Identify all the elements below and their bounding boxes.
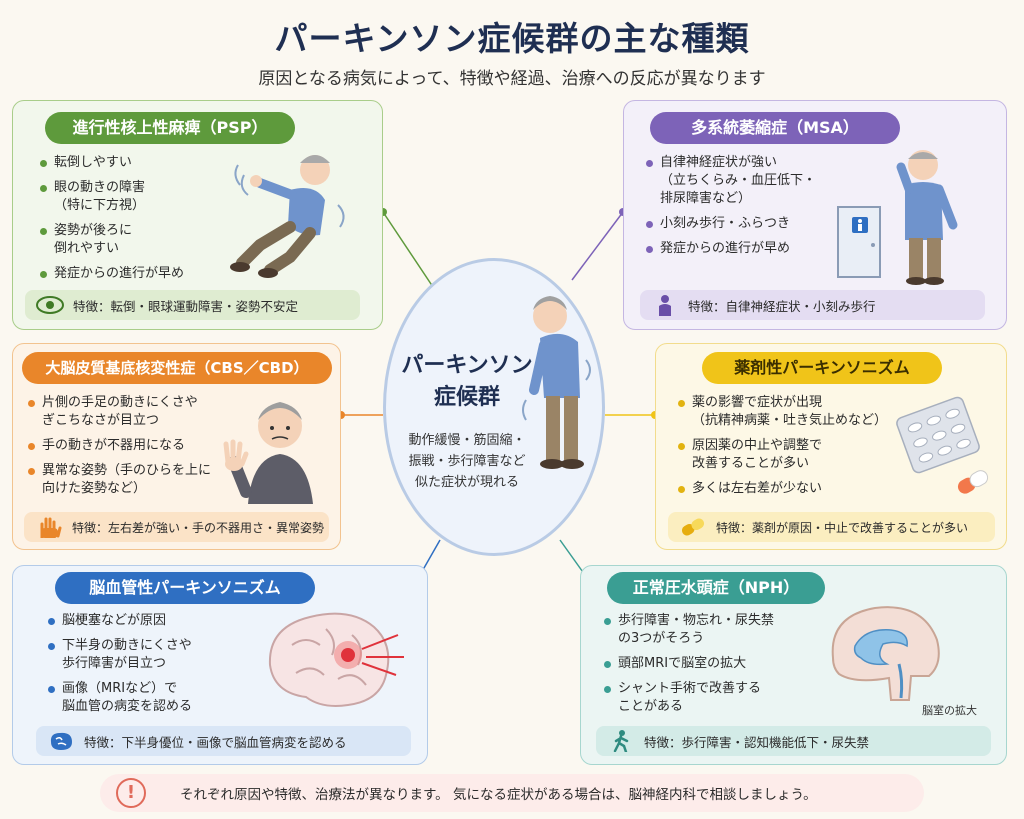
list-item: 歩行障害・物忘れ・尿失禁 の3つがそろう [602,612,807,648]
ventricle-label: 脳室の拡大 [922,704,977,717]
card-msa-title: 多系統萎縮症（MSA） [650,112,900,144]
card-cbs-title: 大脳皮質基底核変性症（CBS／CBD） [22,352,332,384]
card-psp-feature: 特徴：転倒・眼球運動障害・姿勢不安定 [25,290,360,320]
warning-icon: ! [116,778,146,808]
card-vascular-feature-text: 特徴：下半身優位・画像で脳血管病変を認める [84,734,347,750]
connector-psp [382,211,436,291]
card-vascular-feature: 特徴：下半身優位・画像で脳血管病変を認める [36,726,411,756]
person-icon [659,295,671,316]
list-item: 脳梗塞などが原因 [46,612,256,630]
brain-lesion-illustration [268,612,404,707]
card-cbs-feature: 特徴：左右差が強い・手の不器用さ・異常姿勢 [24,512,329,542]
card-nph-feature-text: 特徴：歩行障害・認知機能低下・尿失禁 [644,734,870,750]
card-psp-title: 進行性核上性麻痺（PSP） [45,112,295,144]
card-cbs-list: 片側の手足の動きにくさや ぎこちなさが目立つ 手の動きが不器用になる 異常な姿勢… [26,394,236,505]
page-title: パーキンソン症候群の主な種類 [274,19,750,58]
connector-nph [559,539,586,576]
elderly-raising-hand-illustration [223,402,313,504]
list-item: 発症からの進行が早め [38,265,238,283]
card-nph-title: 正常圧水頭症（NPH） [607,572,825,604]
list-item: 自律神経症状が強い （立ちくらみ・血圧低下・ 排尿障害など） [644,154,844,208]
list-item: 片側の手足の動きにくさや ぎこちなさが目立つ [26,394,236,430]
card-msa-feature-text: 特徴：自律神経症状・小刻み歩行 [688,298,876,314]
connector-msa [571,211,624,281]
pills-illustration [896,396,989,494]
card-drug-feature-text: 特徴：薬剤が原因・中止で改善することが多い [716,520,969,535]
center-title: パーキンソン 症候群 [401,353,533,410]
list-item: 異常な姿勢（手のひらを上に 向けた姿勢など） [26,462,236,498]
center-circle [383,258,605,556]
walking-icon [613,730,629,752]
list-item: 頭部MRIで脳室の拡大 [602,655,807,673]
card-drug-list: 薬の影響で症状が出現 （抗精神病薬・吐き気止めなど） 原因薬の中止や調整で 改善… [676,394,891,505]
card-msa-list: 自律神経症状が強い （立ちくらみ・血圧低下・ 排尿障害など） 小刻み歩行・ふらつ… [644,154,844,265]
stooped-elderly-illustration [522,296,591,469]
card-drug-feature: 特徴：薬剤が原因・中止で改善することが多い [668,512,995,542]
card-psp-list: 転倒しやすい 眼の動きの障害 （特に下方視） 姿勢が後ろに 倒れやすい 発症から… [38,154,238,290]
restroom-and-dizzy-person-illustration [837,150,958,285]
card-vascular-title: 脳血管性パーキンソニズム [55,572,315,604]
list-item: 画像（MRIなど）で 脳血管の病変を認める [46,680,256,716]
page-subtitle: 原因となる病気によって、特徴や経過、治療への反応が異なります [258,69,766,89]
list-item: 下半身の動きにくさや 歩行障害が目立つ [46,637,256,673]
card-nph-feature: 特徴：歩行障害・認知機能低下・尿失禁 [596,726,991,756]
list-item: 姿勢が後ろに 倒れやすい [38,222,238,258]
list-item: 手の動きが不器用になる [26,437,236,455]
brain-ventricle-illustration [831,606,940,701]
list-item: シャント手術で改善する ことがある [602,680,807,716]
brain-icon [50,732,72,750]
list-item: 薬の影響で症状が出現 （抗精神病薬・吐き気止めなど） [676,394,891,430]
card-psp-feature-text: 特徴：転倒・眼球運動障害・姿勢不安定 [73,298,299,314]
capsule-icon [681,518,705,536]
list-item: 多くは左右差が少ない [676,480,891,498]
footer-note: ! それぞれ原因や特徴、治療法が異なります。 気になる症状がある場合は、脳神経内… [100,774,924,812]
list-item: 眼の動きの障害 （特に下方視） [38,179,238,215]
card-nph-list: 歩行障害・物忘れ・尿失禁 の3つがそろう 頭部MRIで脳室の拡大 シャント手術で… [602,612,807,723]
center-description: 動作緩慢・筋固縮・ 振戦・歩行障害など 似た症状が現れる [408,433,526,490]
card-drug-title: 薬剤性パーキンソニズム [702,352,942,384]
hand-icon [40,517,62,538]
card-msa-feature: 特徴：自律神経症状・小刻み歩行 [640,290,985,320]
list-item: 発症からの進行が早め [644,240,844,258]
falling-person-illustration [230,155,345,278]
eye-icon [36,296,64,314]
card-vascular-list: 脳梗塞などが原因 下半身の動きにくさや 歩行障害が目立つ 画像（MRIなど）で … [46,612,256,723]
card-cbs-feature-text: 特徴：左右差が強い・手の不器用さ・異常姿勢 [72,520,325,535]
footer-text: それぞれ原因や特徴、治療法が異なります。 気になる症状がある場合は、脳神経内科で… [180,787,817,803]
list-item: 小刻み歩行・ふらつき [644,215,844,233]
list-item: 転倒しやすい [38,154,238,172]
list-item: 原因薬の中止や調整で 改善することが多い [676,437,891,473]
